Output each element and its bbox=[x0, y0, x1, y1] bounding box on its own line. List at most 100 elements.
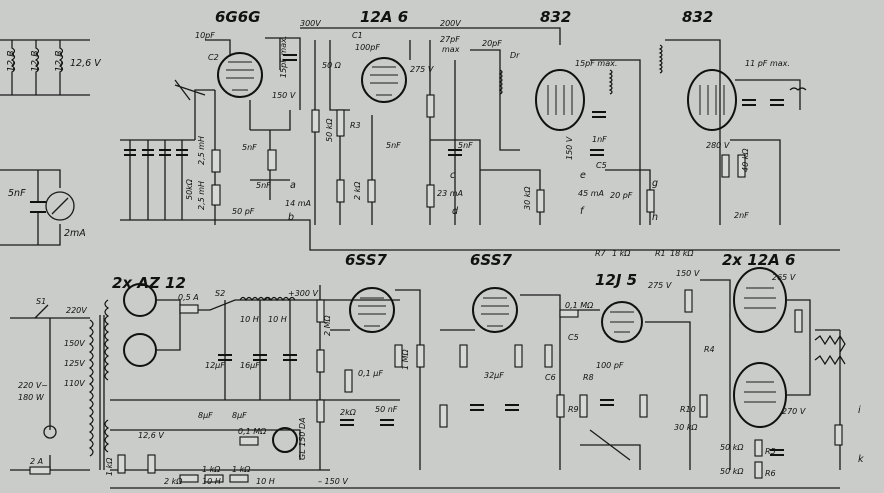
meter-block: 5nF 2mA bbox=[0, 169, 86, 246]
lbl-5nf-b: 5nF bbox=[256, 181, 271, 190]
lbl-125v-t: 125V bbox=[64, 359, 85, 368]
tube-label-6ss7-b: 6SS7 bbox=[470, 251, 513, 269]
lbl-2k-b: 2 kΩ bbox=[164, 477, 183, 486]
lbl-output-k: k bbox=[858, 454, 864, 465]
lbl-05a: 0,5 A bbox=[178, 293, 199, 302]
lbl-15pf: 15pF max. bbox=[575, 59, 617, 68]
lbl-50k-r: 50 kΩ bbox=[325, 118, 334, 142]
tube-labels: 6G6G 12A 6 832 832 6SS7 6SS7 12J 5 2x 12… bbox=[112, 8, 795, 292]
lbl-275v: 275 V bbox=[410, 65, 434, 74]
milliammeter-icon bbox=[45, 191, 75, 221]
lbl-r9: R9 bbox=[568, 405, 579, 414]
meter-label: 2mA bbox=[64, 228, 86, 239]
lbl-2m: 2 MΩ bbox=[323, 314, 332, 336]
lbl-mains-w: 180 W bbox=[18, 393, 45, 402]
lbl-1k-c: 1 kΩ bbox=[202, 465, 221, 474]
lbl-max: max bbox=[442, 45, 460, 54]
lbl-40k: 40 kΩ bbox=[741, 148, 750, 172]
lbl-275v-b: 275 V bbox=[648, 281, 672, 290]
rectifier-az12-b bbox=[123, 333, 157, 367]
tube-label-12a6: 12A 6 bbox=[360, 8, 408, 26]
lbl-8uf-a: 8μF bbox=[198, 411, 213, 420]
lbl-2k-r: 2 kΩ bbox=[353, 181, 362, 200]
tube-label-2x12a6: 2x 12A 6 bbox=[722, 251, 795, 269]
lbl-r7: R7 bbox=[595, 249, 607, 258]
lbl-50k-c: 50 kΩ bbox=[720, 443, 744, 452]
lbl-150v-b: 150 V bbox=[565, 136, 574, 160]
tube-6ss7-second bbox=[472, 287, 518, 333]
lbl-1m: 1 MΩ bbox=[401, 348, 410, 370]
lbl-110v-t: 110V bbox=[64, 379, 85, 388]
rf-chain-wiring bbox=[120, 27, 840, 251]
lbl-c1: C1 bbox=[352, 31, 363, 40]
lbl-16uf: 16μF bbox=[240, 361, 260, 370]
lbl-14ma: 14 mA bbox=[285, 199, 311, 208]
lbl-r5: R5 bbox=[765, 447, 776, 456]
lbl-30k: 30 kΩ bbox=[523, 186, 532, 210]
lbl-r6: R6 bbox=[765, 469, 776, 478]
lbl-c6: C6 bbox=[545, 373, 556, 382]
lbl-30k-b: 30 kΩ bbox=[674, 423, 698, 432]
lbl-s2: S2 bbox=[215, 289, 225, 298]
lbl-s1: S1 bbox=[36, 297, 46, 306]
lbl-150v: 150 V bbox=[272, 91, 296, 100]
lbl-01m: 0,1 MΩ bbox=[565, 301, 594, 310]
tube-12a6-push-b bbox=[733, 362, 787, 428]
lbl-e: e bbox=[580, 170, 586, 181]
lbl-15pfmax: 15pF max. bbox=[279, 36, 288, 78]
component-labels: 10pF C2 300V C1 100pF 50 Ω R3 275 V 200V… bbox=[18, 19, 864, 486]
lbl-150v-t: 150V bbox=[64, 339, 85, 348]
lbl-r4: R4 bbox=[704, 345, 715, 354]
lbl-12uf: 12μF bbox=[205, 361, 225, 370]
lbl-100pf-b: 100 pF bbox=[596, 361, 624, 370]
lbl-b: b bbox=[288, 212, 294, 223]
tube-label-12j5: 12J 5 bbox=[595, 271, 637, 289]
lbl-r3: R3 bbox=[350, 121, 361, 130]
heater-label-3: 12 B bbox=[54, 50, 65, 72]
lbl-27pf: 27pF bbox=[440, 35, 460, 44]
lbl-220v: 220V bbox=[66, 306, 87, 315]
lbl-50k-d: 50 kΩ bbox=[720, 467, 744, 476]
heater-label-2: 12 B bbox=[30, 50, 41, 72]
tube-label-832-b: 832 bbox=[682, 8, 713, 26]
lbl-50nf: 50 nF bbox=[375, 405, 398, 414]
lbl-10pf: 10pF bbox=[195, 31, 215, 40]
lbl-r8: R8 bbox=[583, 373, 594, 382]
lbl-m150v: – 150 V bbox=[318, 477, 348, 486]
lbl-300v: 300V bbox=[300, 19, 321, 28]
lbl-11pf: 11 pF max. bbox=[745, 59, 790, 68]
lbl-20pf: 20pF bbox=[482, 39, 502, 48]
lbl-10h-a: 10 H bbox=[240, 315, 259, 324]
lbl-r1: R1 bbox=[655, 249, 666, 258]
tube-12j5 bbox=[601, 301, 643, 343]
lbl-mains: 220 V~ bbox=[18, 381, 48, 390]
lbl-32uf: 32μF bbox=[484, 371, 504, 380]
lbl-8uf-b: 8μF bbox=[232, 411, 247, 420]
lbl-25mh: 2,5 mH bbox=[197, 136, 206, 165]
lbl-c2: C2 bbox=[208, 53, 219, 62]
lbl-1nf: 1nF bbox=[592, 135, 607, 144]
glow-lamp-gl150 bbox=[272, 427, 298, 453]
lbl-1k: 1 kΩ bbox=[612, 249, 631, 258]
lbl-gl150: GL 150 DA bbox=[298, 417, 307, 460]
lbl-output-i: i bbox=[858, 405, 861, 416]
tube-6ss7-first bbox=[349, 287, 395, 333]
lbl-2k-c: 2kΩ bbox=[340, 408, 357, 417]
lbl-h: h bbox=[652, 212, 658, 223]
tube-label-6ss7-a: 6SS7 bbox=[345, 251, 388, 269]
lbl-50pf: 50 pF bbox=[232, 207, 255, 216]
lbl-45ma: 45 mA bbox=[578, 189, 604, 198]
lbl-25mh-b: 2,5 mH bbox=[197, 181, 206, 210]
lbl-01m-b: 0,1 MΩ bbox=[238, 427, 267, 436]
lbl-265v: 265 V bbox=[772, 273, 796, 282]
heater-label-1: 12 B bbox=[6, 50, 17, 72]
power-supply bbox=[10, 283, 840, 489]
tube-832-second bbox=[687, 69, 737, 131]
lbl-c5-2: C5 bbox=[568, 333, 579, 342]
tube-12a6 bbox=[361, 57, 407, 103]
lbl-1k-b: 1 kΩ bbox=[105, 457, 114, 476]
lbl-300v-b: +300 V bbox=[288, 289, 319, 298]
heater-voltage: 12,6 V bbox=[70, 58, 102, 69]
